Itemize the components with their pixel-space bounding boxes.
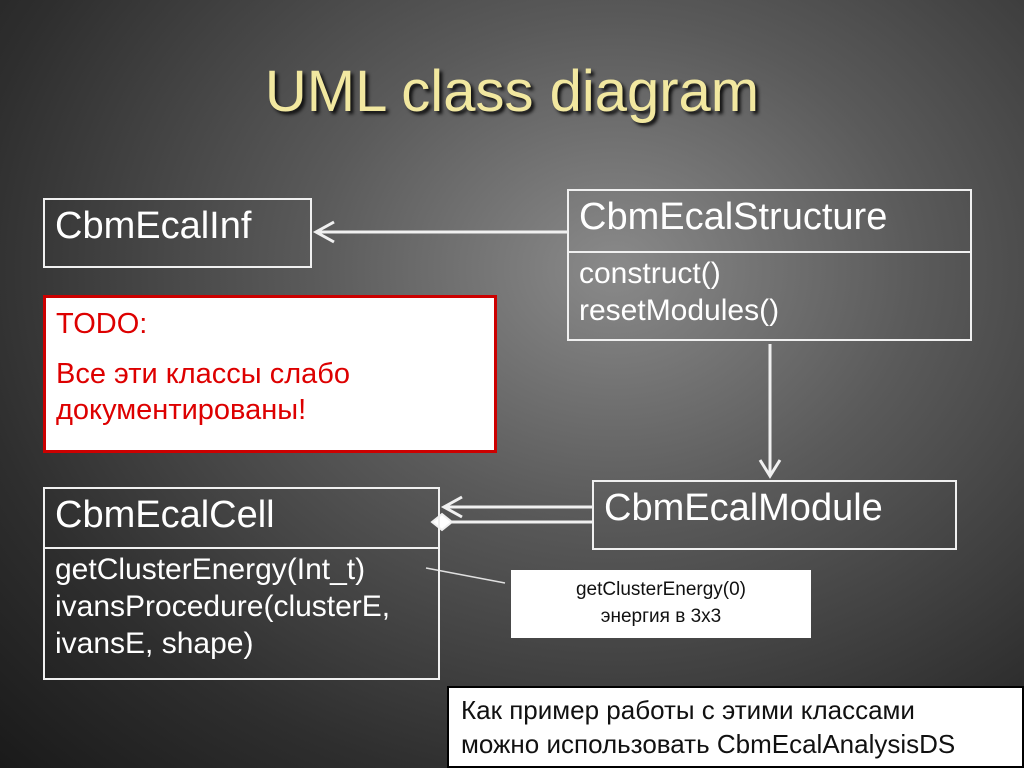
class-name: CbmEcalModule	[604, 487, 883, 529]
class-name: CbmEcalCell	[55, 494, 275, 536]
class-name: CbmEcalStructure	[579, 196, 888, 238]
association-structure-to-module	[758, 344, 782, 479]
method-ivansprocedure-line1: ivansProcedure(clusterE,	[55, 590, 391, 623]
slide-title: UML class diagram	[264, 59, 760, 124]
todo-note: TODO: Все эти классы слабо документирова…	[43, 295, 497, 453]
note-line2: энергия в 3x3	[600, 606, 722, 627]
association-structure-to-inf	[312, 220, 567, 244]
example-callout: Как пример работы с этими классами можно…	[447, 686, 1024, 768]
todo-heading: TODO:	[56, 308, 148, 340]
class-cbmecalinf[interactable]: CbmEcalInf	[43, 198, 312, 268]
class-cbmecalstructure[interactable]: CbmEcalStructure construct() resetModule…	[567, 189, 972, 341]
method-list: construct() resetModules()	[569, 251, 970, 335]
example-line2: можно использовать CbmEcalAnalysisDS	[461, 729, 956, 759]
method-resetmodules: resetModules()	[579, 294, 780, 327]
class-cbmecalcell[interactable]: CbmEcalCell getClusterEnergy(Int_t) ivan…	[43, 487, 440, 680]
class-cbmecalmodule[interactable]: CbmEcalModule	[592, 480, 957, 550]
todo-text-line1: Все эти классы слабо	[56, 358, 350, 390]
note-line1: getClusterEnergy(0)	[575, 579, 747, 600]
example-line1: Как пример работы с этими классами	[461, 695, 915, 725]
method-list: getClusterEnergy(Int_t) ivansProcedure(c…	[45, 547, 438, 668]
method-getclusterenergy: getClusterEnergy(Int_t)	[55, 553, 366, 586]
method-ivansprocedure-line2: ivansE, shape)	[55, 627, 254, 660]
comment-note: getClusterEnergy(0) энергия в 3x3	[511, 570, 811, 638]
aggregation-module-to-cell	[430, 495, 592, 532]
class-name: CbmEcalInf	[55, 205, 252, 247]
todo-text-line2: документированы!	[56, 394, 307, 426]
method-construct: construct()	[579, 257, 721, 290]
